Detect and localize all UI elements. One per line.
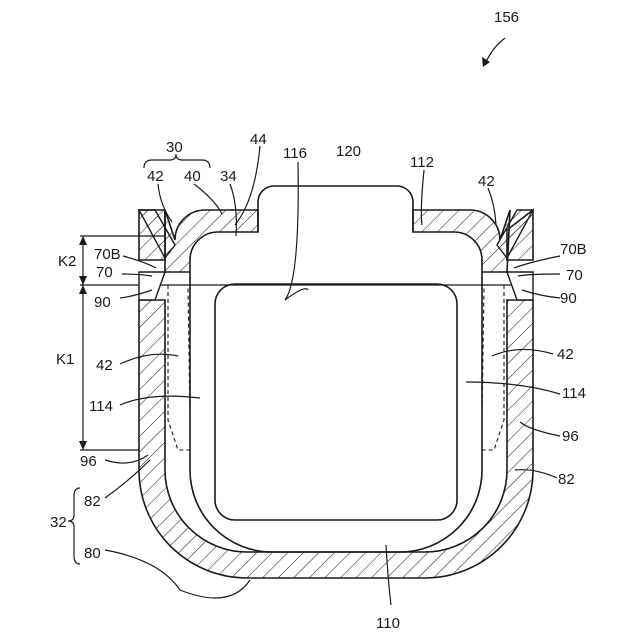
label-44: 44 xyxy=(250,131,267,148)
label-114-right: 114 xyxy=(562,385,586,402)
label-30: 30 xyxy=(166,139,183,156)
label-90-left: 90 xyxy=(94,294,111,311)
top-nozzle xyxy=(258,186,413,232)
label-42-mid-left: 42 xyxy=(96,357,113,374)
lid-left-section xyxy=(165,210,258,272)
label-34: 34 xyxy=(220,168,237,185)
ref-arrow-156 xyxy=(485,38,505,64)
k1-arrow-down xyxy=(79,441,87,450)
ref-arrowhead-156 xyxy=(482,57,490,67)
dashed-left xyxy=(168,285,190,450)
label-80: 80 xyxy=(84,545,101,562)
inner-chamber xyxy=(215,284,457,520)
label-112: 112 xyxy=(410,154,434,171)
label-96-right: 96 xyxy=(562,428,579,445)
label-70B-right: 70B xyxy=(560,241,587,258)
label-82-left: 82 xyxy=(84,493,101,510)
k2-arrow-down xyxy=(79,276,87,285)
bracket-30 xyxy=(144,154,210,168)
outer-can-wall xyxy=(139,300,533,578)
label-42-mid-right: 42 xyxy=(557,346,574,363)
label-70B-left: 70B xyxy=(94,246,121,263)
label-32: 32 xyxy=(50,514,67,531)
label-120: 120 xyxy=(336,143,361,160)
bracket-32 xyxy=(68,488,80,564)
left-gasket xyxy=(139,272,165,300)
label-110: 110 xyxy=(376,615,400,632)
label-K2: K2 xyxy=(58,253,76,270)
label-42-top-right: 42 xyxy=(478,173,495,190)
label-116: 116 xyxy=(283,145,307,162)
label-96-left: 96 xyxy=(80,453,97,470)
label-156: 156 xyxy=(494,9,519,26)
label-114-left: 114 xyxy=(89,398,113,415)
label-42-top-left: 42 xyxy=(147,168,164,185)
label-82-right: 82 xyxy=(558,471,575,488)
label-70-right: 70 xyxy=(566,267,583,284)
inner-cup xyxy=(190,272,482,552)
label-K1: K1 xyxy=(56,351,74,368)
label-90-right: 90 xyxy=(560,290,577,307)
label-40: 40 xyxy=(184,168,201,185)
label-70-left: 70 xyxy=(96,264,113,281)
dashed-right xyxy=(482,285,504,450)
k1-arrow-up xyxy=(79,285,87,294)
k2-arrow-up xyxy=(79,236,87,245)
